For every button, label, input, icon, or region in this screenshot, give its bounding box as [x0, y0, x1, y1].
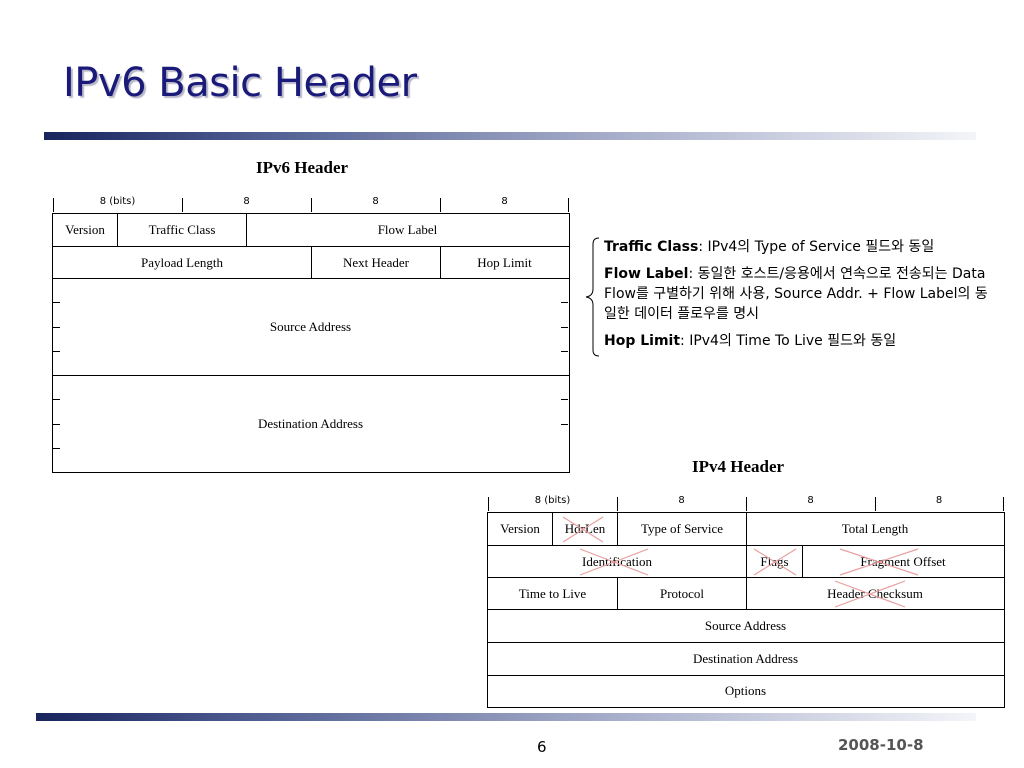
ipv4-field-fragment-offset: Fragment Offset	[860, 553, 946, 569]
ipv6-word-tick	[561, 399, 568, 400]
ipv6-tick	[568, 198, 569, 212]
ipv4-bits-label-4: 8	[935, 495, 943, 506]
ipv6-field-hop-limit: Hop Limit	[477, 254, 532, 270]
ipv6-bits-label-3: 8	[372, 196, 379, 207]
notes-brace	[585, 237, 600, 357]
ipv6-frame	[52, 213, 570, 473]
note-desc: : IPv4의 Type of Service 필드와 동일	[698, 239, 935, 255]
ipv6-word-tick	[53, 351, 60, 352]
ipv6-field-next-header: Next Header	[342, 254, 410, 270]
ipv4-frame	[487, 512, 1005, 708]
ipv4-field-total-length: Total Length	[841, 521, 909, 536]
strike-header-checksum	[834, 580, 906, 608]
ipv6-col-line	[440, 247, 441, 278]
ipv6-word-tick	[561, 351, 568, 352]
ipv4-tick	[488, 497, 489, 511]
ipv6-word-tick	[561, 424, 568, 425]
note-term: Flow Label	[604, 266, 689, 282]
ipv4-col-line	[746, 513, 747, 545]
ipv4-field-options: Options	[724, 683, 767, 698]
ipv6-bits-label-1: 8 (bits)	[99, 196, 136, 207]
ipv4-tick	[617, 497, 618, 511]
page-number: 6	[537, 738, 547, 756]
strike-flags	[753, 548, 797, 576]
ipv4-tick	[1003, 497, 1004, 511]
strike-fragment-offset	[839, 548, 919, 576]
ipv4-col-line	[746, 578, 747, 609]
note-term: Traffic Class	[604, 239, 699, 255]
ipv6-col-line	[311, 247, 312, 278]
ipv6-word-tick	[561, 327, 568, 328]
field-notes: Traffic Class: IPv4의 Type of Service 필드와…	[604, 237, 996, 358]
ipv6-field-destination-address: Destination Address	[257, 415, 364, 431]
ipv4-bits-label-1: 8 (bits)	[534, 495, 571, 506]
ipv4-field-version: Version	[500, 521, 540, 536]
ipv6-bits-label-4: 8	[501, 196, 508, 207]
ipv6-word-tick	[53, 327, 60, 328]
ipv4-row-line	[488, 545, 1004, 546]
ipv6-field-payload-length: Payload Length	[141, 254, 223, 270]
ipv4-field-source-address: Source Address	[704, 618, 787, 633]
ipv6-word-tick	[53, 302, 60, 303]
ipv6-word-tick	[53, 424, 60, 425]
ipv6-row-line	[53, 278, 569, 279]
ipv4-row-line	[488, 577, 1004, 578]
ipv4-row-line	[488, 642, 1004, 643]
ipv4-tick	[875, 497, 876, 511]
ipv4-col-line	[617, 578, 618, 609]
ipv6-row-line	[53, 246, 569, 247]
ipv6-word-tick	[53, 448, 60, 449]
ipv4-row-line	[488, 609, 1004, 610]
ipv4-field-destination-address: Destination Address	[692, 651, 799, 666]
ipv4-col-line	[802, 546, 803, 577]
ipv4-field-protocol: Protocol	[659, 585, 705, 601]
footer-divider	[36, 713, 976, 721]
strike-identification	[579, 548, 649, 576]
ipv6-tick	[53, 198, 54, 212]
ipv6-field-version: Version	[65, 222, 105, 237]
ipv6-tick	[311, 198, 312, 212]
ipv6-tick	[182, 198, 183, 212]
ipv4-bits-label-2: 8	[678, 495, 685, 506]
ipv6-word-tick	[561, 302, 568, 303]
ipv4-bits-label-3: 8	[807, 495, 814, 506]
ipv6-field-flow-label: Flow Label	[377, 222, 438, 237]
ipv6-word-tick	[53, 399, 60, 400]
strike-hdrlen	[562, 516, 604, 543]
ipv6-tick	[440, 198, 441, 212]
ipv4-row-line	[488, 675, 1004, 676]
ipv6-col-line	[117, 214, 118, 246]
note-traffic-class: Traffic Class: IPv4의 Type of Service 필드와…	[604, 237, 996, 257]
ipv4-caption: IPv4 Header	[692, 457, 785, 476]
ipv4-field-type-of-service: Type of Service	[640, 521, 724, 536]
ipv6-caption: IPv6 Header	[256, 158, 349, 177]
ipv6-col-line	[246, 214, 247, 246]
note-hop-limit: Hop Limit: IPv4의 Time To Live 필드와 동일	[604, 331, 996, 351]
ipv6-bits-label-2: 8	[243, 196, 250, 207]
ipv4-field-time-to-live: Time to Live	[518, 585, 587, 601]
note-desc: : IPv4의 Time To Live 필드와 동일	[680, 333, 897, 349]
ipv4-tick	[746, 497, 747, 511]
title-divider	[44, 132, 976, 140]
ipv6-row-line	[53, 375, 569, 376]
ipv4-col-line	[617, 513, 618, 545]
ipv6-field-source-address: Source Address	[269, 319, 352, 334]
ipv4-col-line	[552, 513, 553, 545]
ipv6-field-traffic-class: Traffic Class	[148, 222, 216, 237]
note-term: Hop Limit	[604, 333, 681, 349]
ipv4-col-line	[746, 546, 747, 577]
slide-date: 2008-10-8	[838, 736, 924, 754]
slide-title: IPv6 Basic Header	[63, 60, 417, 106]
note-flow-label: Flow Label: 동일한 호스트/응용에서 연속으로 전송되는 Data …	[604, 264, 996, 324]
note-desc: : 동일한 호스트/응용에서 연속으로 전송되는 Data Flow를 구별하기…	[604, 266, 988, 322]
ipv4-field-header-checksum: Header Checksum	[827, 585, 923, 601]
